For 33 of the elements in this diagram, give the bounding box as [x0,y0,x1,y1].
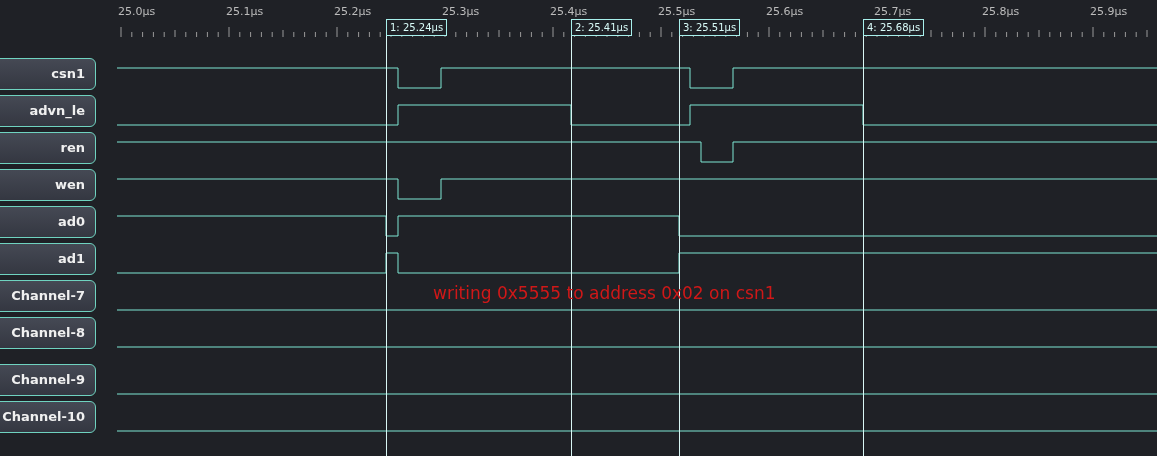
channel-name: ren [60,140,85,155]
channel-tab [0,58,96,90]
channel-tab [0,243,96,275]
cursor-flag: 4: 25.68µs [863,19,925,36]
cursor-flag: 3: 25.51µs [679,19,741,36]
time-tick-label: 25.4µs [550,5,588,18]
time-tick-label: 25.9µs [1090,5,1128,18]
channel-name: Channel-9 [11,372,85,387]
channel-name: Channel-7 [11,288,85,303]
channel-tab [0,132,96,164]
channel-tab [0,317,96,349]
channel-name: Channel-8 [11,325,85,340]
channel-name: ad0 [57,214,85,229]
time-tick-label: 25.0µs [118,5,156,18]
time-tick-label: 25.5µs [658,5,696,18]
cursor-flag: 2: 25.41µs [571,19,633,36]
cursor-flag: 1: 25.24µs [386,19,448,36]
channel-tab [0,364,96,396]
channel-tab [0,401,96,433]
channel-name: Channel-10 [2,409,85,424]
channel-name: ad1 [57,251,85,266]
channel-name: advn_le [29,103,85,118]
time-tick-label: 25.3µs [442,5,480,18]
channel-tab [0,280,96,312]
time-tick-label: 25.1µs [226,5,264,18]
time-tick-label: 25.8µs [982,5,1020,18]
time-tick-label: 25.6µs [766,5,804,18]
channel-name: wen [54,177,85,192]
time-tick-label: 25.2µs [334,5,372,18]
channel-tab [0,169,96,201]
channel-tab [0,95,96,127]
channel-name: csn1 [51,66,85,81]
channel-tab [0,206,96,238]
